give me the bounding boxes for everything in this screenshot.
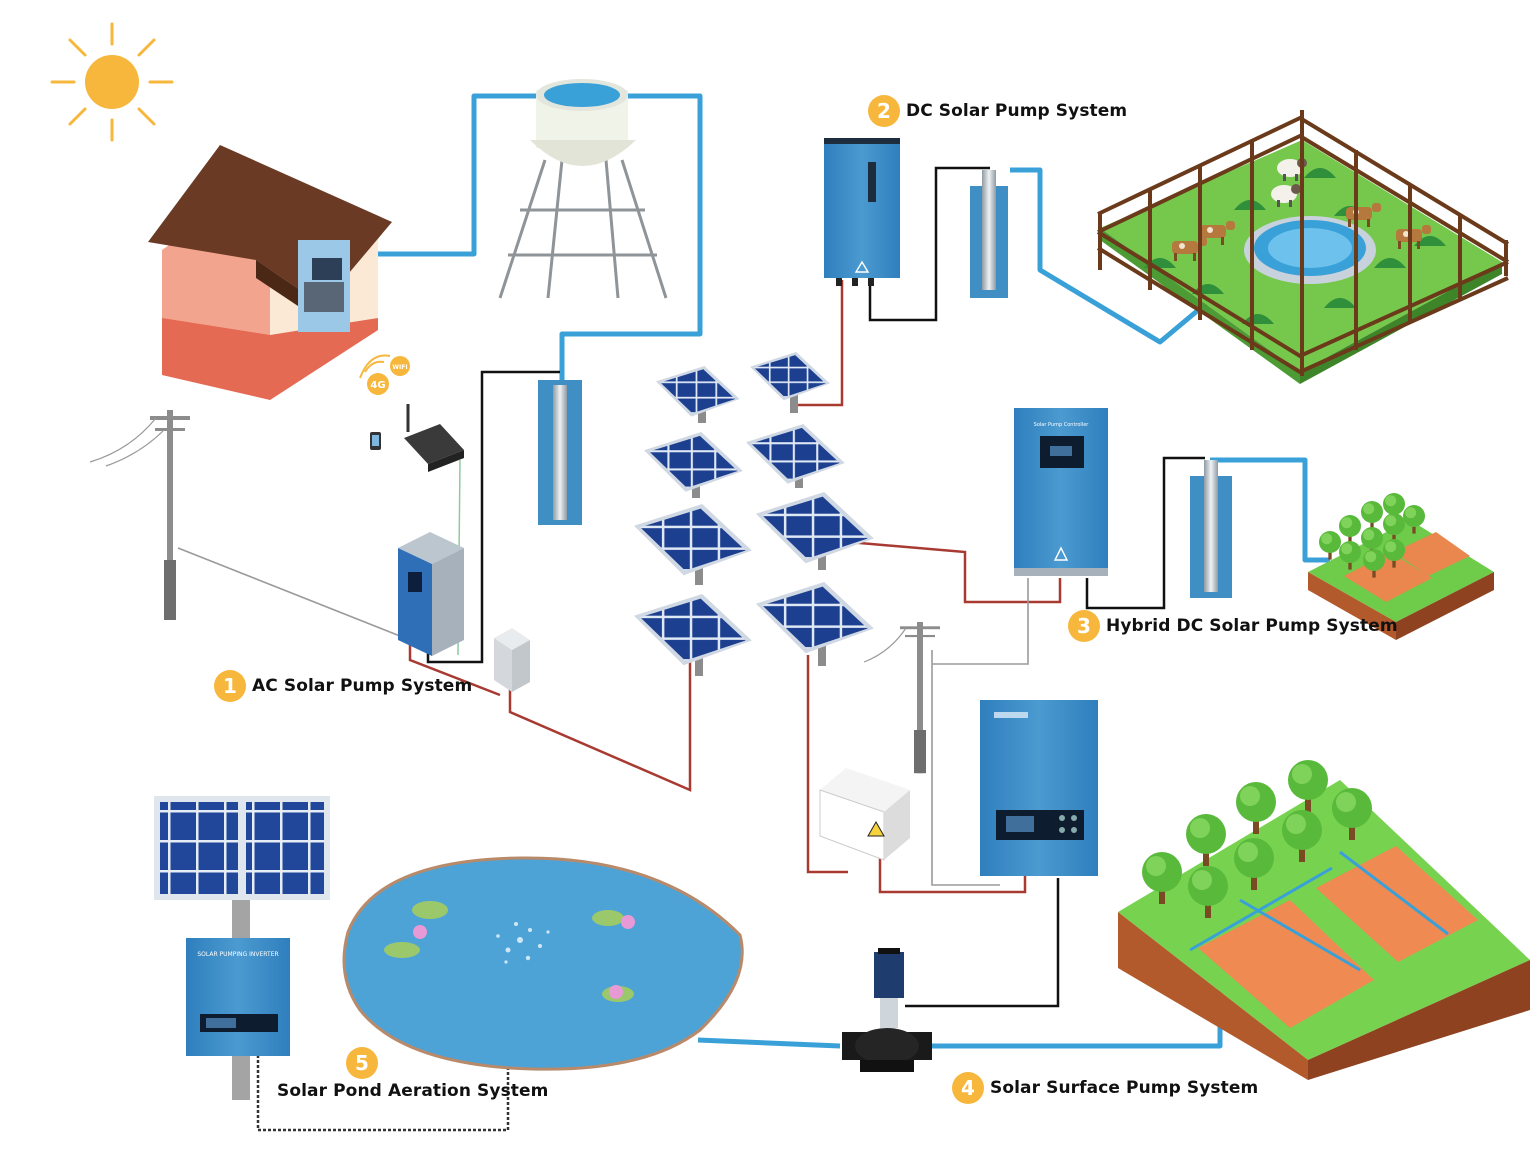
borehole-pump-2 — [970, 170, 1008, 298]
system-1-label: 1 AC Solar Pump System — [214, 670, 472, 702]
system-5-number: 5 — [346, 1047, 378, 1079]
system-5-title: Solar Pond Aeration System — [277, 1081, 549, 1101]
borehole-pump-3 — [1190, 460, 1232, 598]
pump-controller-label: Solar Pump Controller — [1034, 422, 1090, 428]
sun-icon — [50, 22, 174, 142]
system-2-label: 2 DC Solar Pump System — [868, 95, 1127, 127]
system-4-label: 4 Solar Surface Pump System — [952, 1072, 1258, 1104]
utility-pole-left — [89, 410, 190, 620]
dc-power-cables — [408, 280, 1062, 894]
dc-pump-controller — [824, 138, 900, 286]
surface-pump-inverter — [980, 700, 1098, 876]
solar-panel — [634, 504, 752, 576]
ac-solar-inverter — [398, 532, 464, 656]
utility-pole-middle — [863, 622, 940, 774]
solar-panel — [756, 492, 874, 564]
system-1-title: AC Solar Pump System — [252, 676, 473, 696]
signal-wifi-label: WIFI — [392, 364, 407, 371]
solar-panel — [656, 366, 740, 417]
borehole-pump-1 — [538, 380, 582, 525]
irrigated-farm — [1118, 760, 1530, 1080]
signal-4g-label: 4G — [370, 380, 385, 391]
orchard-small — [1308, 493, 1494, 640]
system-1-number: 1 — [214, 670, 246, 702]
pv-combiner-box — [819, 768, 910, 861]
system-2-number: 2 — [868, 95, 900, 127]
solar-panel — [746, 424, 845, 484]
surface-pump — [842, 948, 932, 1072]
router-icon — [404, 404, 464, 472]
combiner-box — [494, 628, 530, 692]
signal-cables — [426, 166, 1205, 1008]
solar-panel — [644, 432, 743, 492]
hybrid-pump-controller: Solar Pump Controller — [1014, 408, 1108, 576]
system-3-title: Hybrid DC Solar Pump System — [1106, 616, 1398, 636]
pond-solar-station: SOLAR PUMPING INVERTER — [154, 796, 330, 1100]
water-tower — [498, 79, 668, 299]
house — [148, 145, 392, 400]
system-3-label: 3 Hybrid DC Solar Pump System — [1068, 610, 1398, 642]
ac-grid-cables — [177, 547, 1029, 886]
solar-panel — [634, 594, 752, 666]
wireless-icons: 4G WIFI — [359, 354, 410, 395]
system-3-number: 3 — [1068, 610, 1100, 642]
system-4-title: Solar Surface Pump System — [990, 1078, 1259, 1098]
system-4-number: 4 — [952, 1072, 984, 1104]
solar-panel — [750, 352, 830, 401]
system-2-title: DC Solar Pump System — [906, 101, 1128, 121]
fence — [1096, 110, 1510, 376]
pumping-inverter-label: SOLAR PUMPING INVERTER — [197, 951, 278, 958]
solar-array-central — [634, 352, 874, 676]
pond — [342, 856, 744, 1071]
solar-panel — [756, 582, 874, 654]
